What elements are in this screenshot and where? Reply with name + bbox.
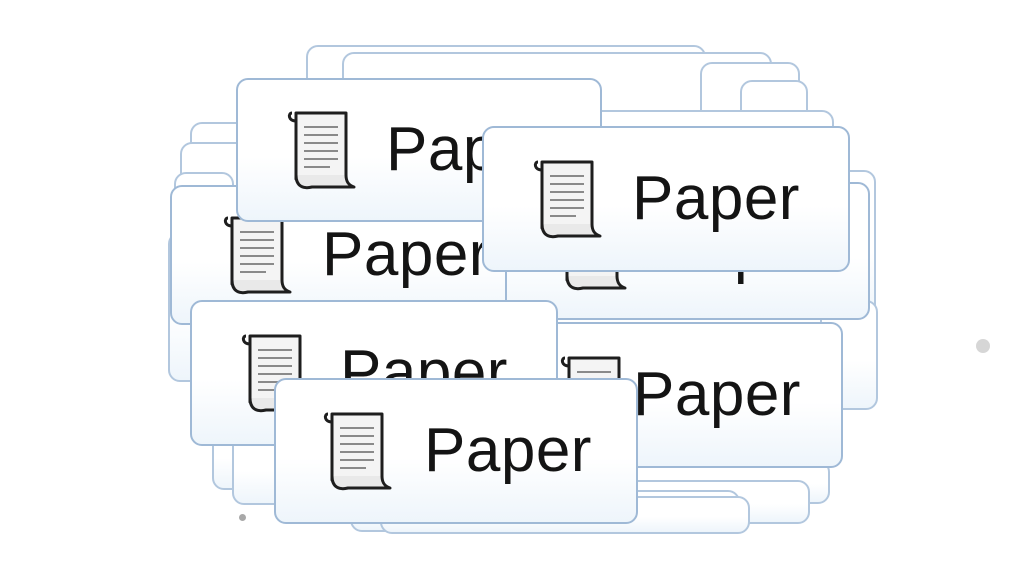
- tile-label: Paper: [424, 416, 592, 485]
- canvas-dot: [239, 514, 246, 521]
- paper-tile[interactable]: Paper: [482, 126, 850, 272]
- paper-scroll-icon: [323, 412, 392, 491]
- paper-tile[interactable]: Paper: [236, 78, 602, 222]
- paper-scroll-icon: [223, 216, 292, 295]
- paper-tile[interactable]: Paper: [274, 378, 638, 524]
- paper-scroll-icon: [287, 111, 356, 190]
- paper-scroll-icon: [533, 160, 602, 239]
- tile-label: Paper: [633, 360, 801, 429]
- tile-label: Paper: [322, 220, 490, 289]
- tile-label: Paper: [632, 164, 800, 233]
- canvas-dot: [976, 339, 990, 353]
